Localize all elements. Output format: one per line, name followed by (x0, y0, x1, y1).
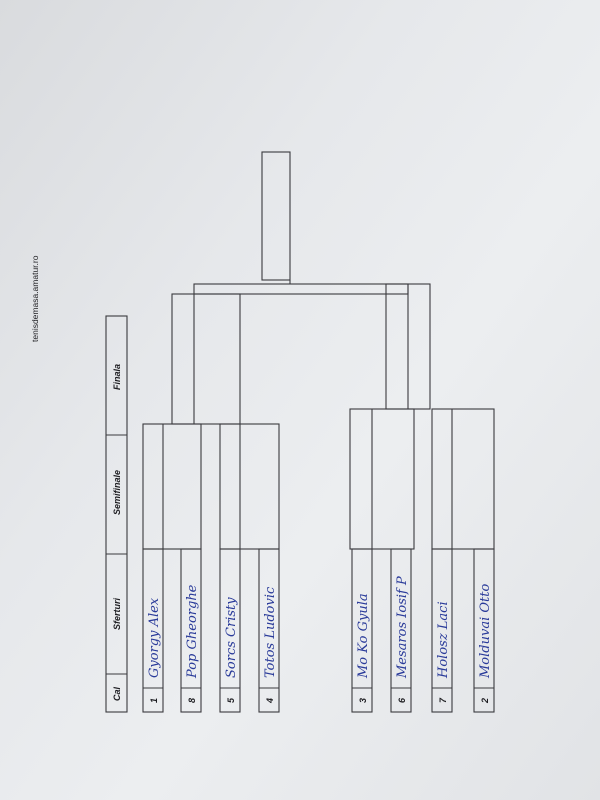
final-connector (193, 280, 409, 295)
seed-4: 4 (265, 698, 275, 704)
quarter-connector-lower (349, 408, 495, 550)
player-name-5: Sorcs Cristy (224, 597, 239, 678)
player-name-8: Pop Gheorghe (185, 584, 200, 679)
player-name-7: Holosz Laci (436, 601, 451, 679)
header-seed: Cal (112, 686, 122, 701)
header-semis: Semifinale (112, 470, 122, 515)
seed-3: 3 (358, 698, 368, 703)
seed-5: 5 (226, 697, 236, 703)
header-row (105, 315, 128, 713)
player-name-1: Gyorgy Alex (147, 597, 162, 678)
semifinal-slot-lower (385, 283, 431, 410)
player-name-4: Totos Ludovic (263, 586, 278, 678)
quarter-connector-upper (142, 423, 280, 550)
semifinal-slot-upper (171, 293, 241, 425)
seed-7: 7 (438, 697, 448, 703)
player-name-2: Molduvai Otto (478, 584, 493, 679)
site-label: tenisdemasa.amatur.ro (30, 255, 40, 342)
player-name-3: Mo Ko Gyula (356, 593, 371, 679)
winner-box (261, 151, 291, 281)
header-final: Finala (112, 364, 122, 390)
player-name-6: Mesaros Iosif P (395, 576, 410, 679)
seed-8: 8 (187, 698, 197, 703)
seed-2: 2 (480, 698, 490, 704)
seed-1: 1 (149, 698, 159, 703)
header-quarters: Sferturi (112, 597, 122, 630)
seed-6: 6 (397, 697, 407, 703)
